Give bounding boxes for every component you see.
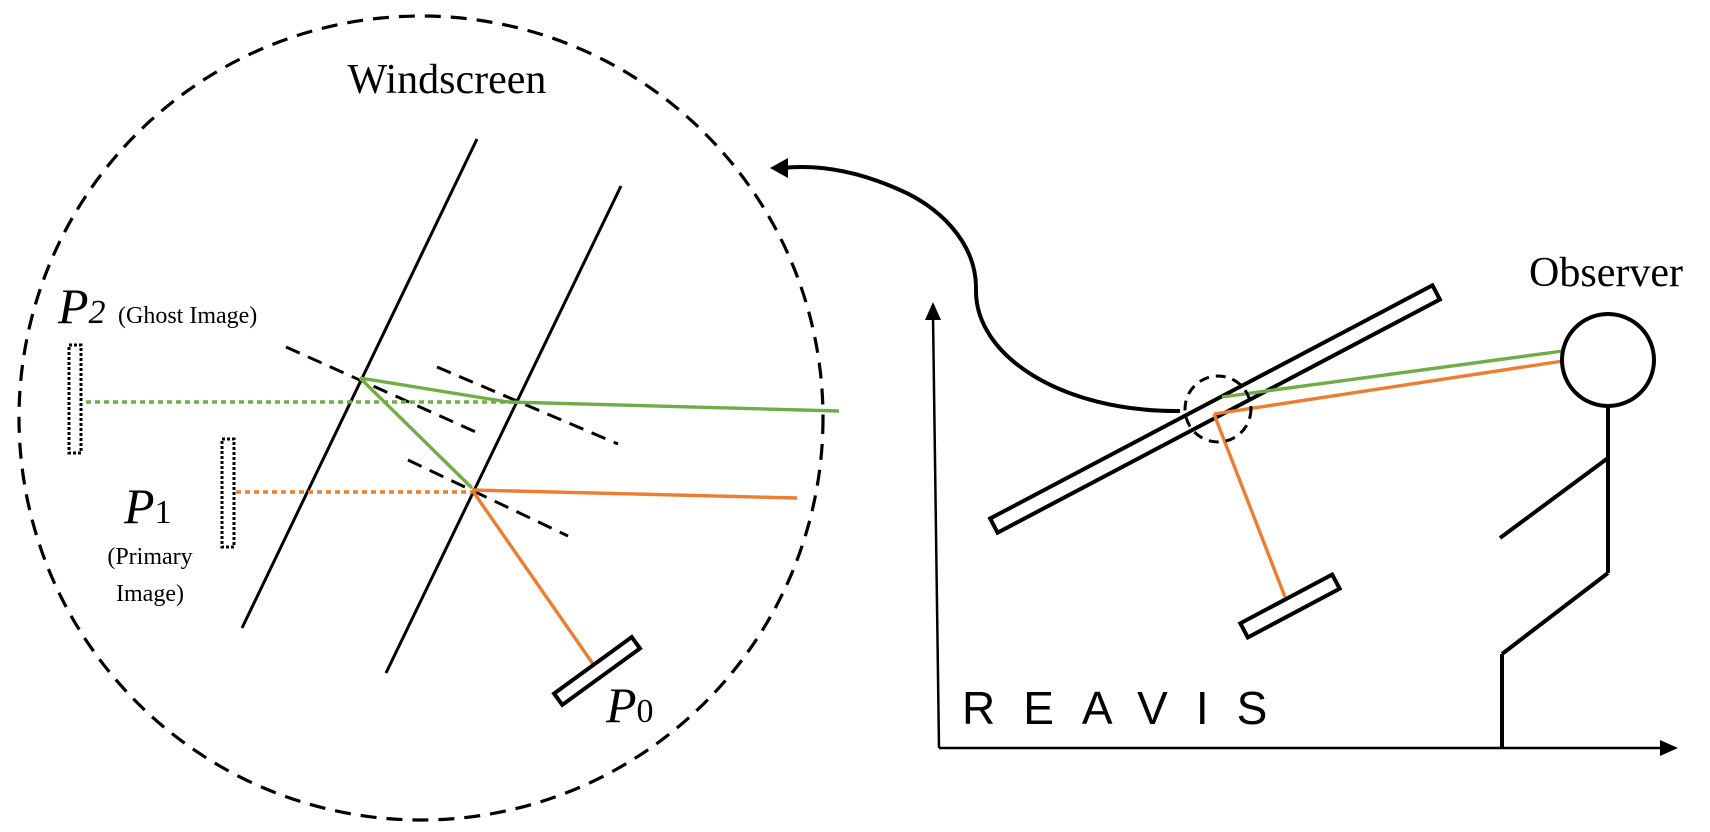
magnified-view: Windscreen P2 (Ghost Image) P1 (17, 14, 840, 822)
windscreen-outer-surface (384, 185, 623, 674)
p0-label: P0 (605, 677, 654, 733)
normal-line-inner-reflection (285, 345, 479, 435)
ghost-image-plane (67, 343, 83, 455)
normal-line-refraction (407, 458, 569, 538)
zoom-connector-curve (781, 164, 1181, 414)
windscreen-label: Windscreen (348, 57, 547, 103)
projector-panel-side (1237, 571, 1343, 641)
primary-image-plane (220, 437, 236, 549)
zoom-connector-arrowhead (770, 158, 788, 178)
ghost-ray-to-observer (507, 400, 840, 413)
vertical-axis-arrowhead (925, 302, 941, 320)
observer-arm (1498, 456, 1610, 540)
ghost-ray-internal-refracted (358, 376, 474, 490)
primary-ray-to-observer (471, 488, 798, 500)
p1-label: P1 (123, 478, 172, 534)
normal-line-outer-reflection (436, 365, 619, 446)
ghost-ray-path (86, 376, 840, 490)
observer-thigh (1500, 571, 1610, 656)
primary-image-caption-line2: Image) (116, 581, 184, 607)
p2-label: P2 (57, 278, 106, 334)
horizontal-axis-arrowhead (1660, 740, 1678, 756)
detail-marker-circle (1183, 374, 1253, 444)
vertical-axis (931, 315, 941, 749)
magnified-view-circle (17, 14, 825, 822)
primary-image-caption-line1: (Primary (107, 544, 192, 570)
projector-panel-icon (551, 634, 643, 708)
windscreen-slab (987, 282, 1443, 536)
primary-ray-path (236, 488, 798, 665)
reavis-logo: REAVIS (962, 682, 1295, 734)
primary-ray-from-source (470, 489, 595, 665)
ghost-ray-side (1221, 349, 1564, 399)
ghost-ray-internal-reflected (359, 376, 509, 404)
curved-arrow-icon (770, 158, 1181, 414)
windscreen-inner-surface (240, 138, 479, 629)
ghost-image-caption: (Ghost Image) (118, 303, 257, 329)
side-view: Observer REAVIS (925, 250, 1683, 756)
primary-ray-side (1213, 359, 1564, 416)
stick-figure-icon (1498, 312, 1656, 748)
primary-ray-source-side (1212, 413, 1287, 598)
observer-label: Observer (1529, 250, 1683, 296)
observer-head (1560, 312, 1656, 408)
